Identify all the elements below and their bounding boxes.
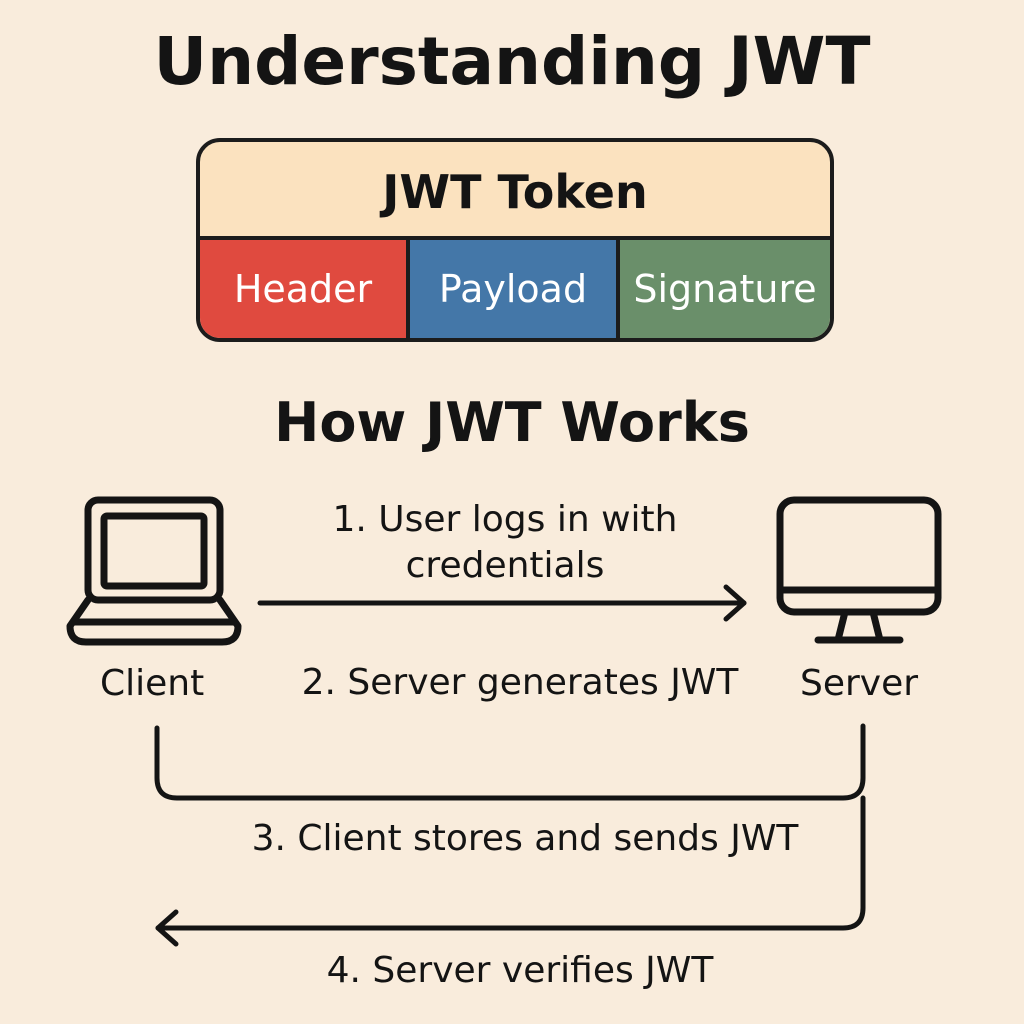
store-send-connector xyxy=(154,723,866,801)
server-label: Server xyxy=(800,663,919,704)
diagram-title: Understanding JWT xyxy=(153,23,871,100)
step-4-text: 4. Server verifies JWT xyxy=(326,950,714,991)
section-title: How JWT Works xyxy=(274,391,750,454)
client-label: Client xyxy=(100,663,205,704)
header-part: Header xyxy=(200,240,406,338)
step-1-text: 1. User logs in with credentials xyxy=(332,499,678,586)
login-arrow xyxy=(257,584,747,622)
jwt-token-title: JWT Token xyxy=(200,142,830,240)
signature-part: Signature xyxy=(616,240,830,338)
jwt-token-box: JWT Token Header Payload Signature xyxy=(196,138,834,342)
step-2-text: 2. Server generates JWT xyxy=(301,662,739,703)
verify-return-arrow xyxy=(155,795,866,947)
monitor-icon xyxy=(776,496,942,644)
laptop-icon xyxy=(66,496,242,646)
payload-part: Payload xyxy=(406,240,616,338)
jwt-token-parts: Header Payload Signature xyxy=(200,240,830,338)
step-3-text: 3. Client stores and sends JWT xyxy=(251,818,799,859)
